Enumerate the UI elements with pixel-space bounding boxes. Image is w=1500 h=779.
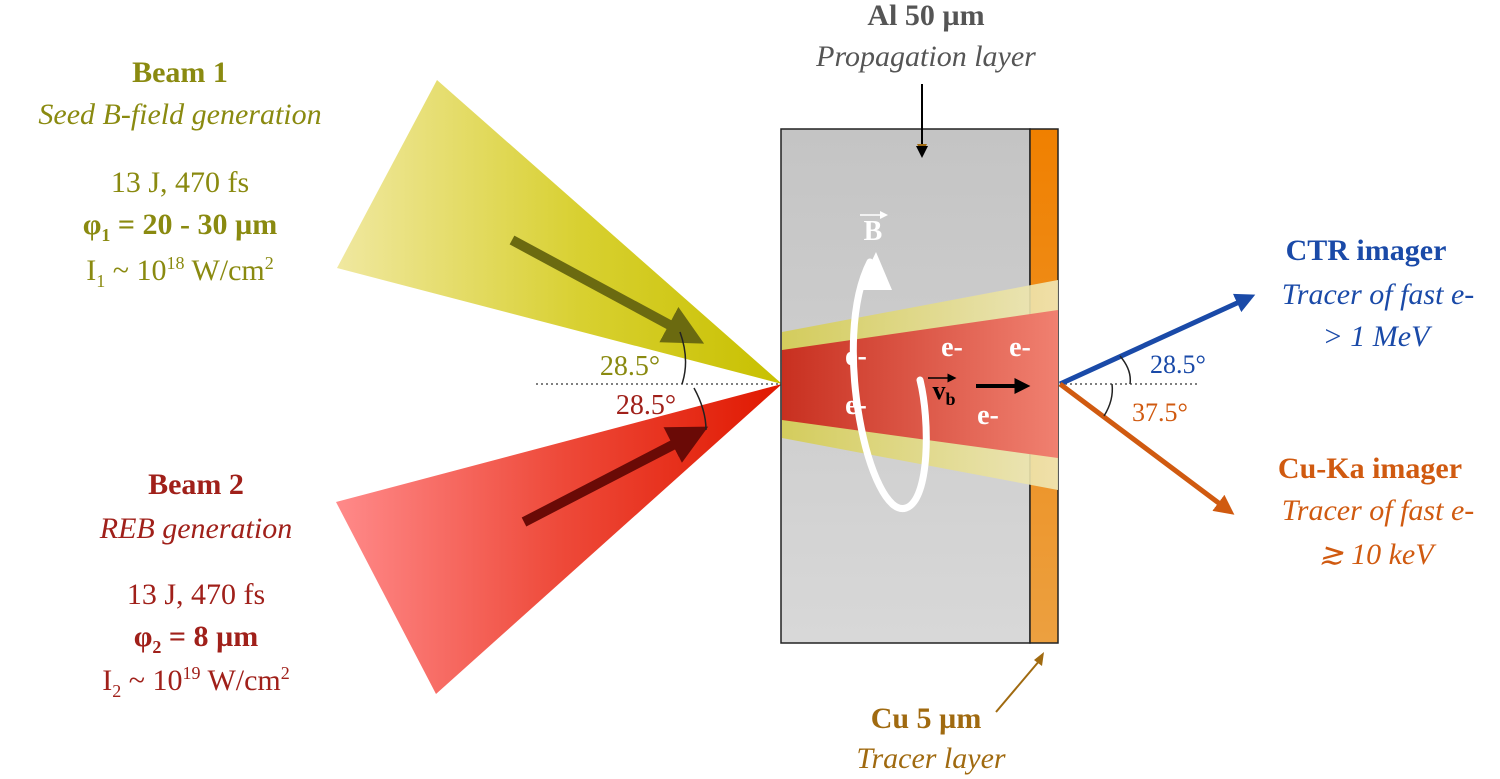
beam1-cone [337, 80, 782, 384]
beam1-angle: 28.5° [599, 351, 661, 382]
beam2-subtitle: REB generation [99, 512, 293, 545]
b-field-arrowhead [858, 252, 892, 290]
ctr-line1: Tracer of fast e- [1281, 278, 1475, 311]
electron-label-5: e- [977, 400, 999, 431]
beam1-intensity-mid: ~ 10 [105, 254, 167, 287]
beam2-cone [336, 384, 782, 694]
ctr-title: CTR imager [1285, 234, 1447, 267]
beam1-intensity: I1 ~ 1018 W/cm2 [30, 254, 330, 290]
beam2-phi-symbol: φ [133, 620, 153, 653]
ctr-angle: 28.5° [1150, 350, 1206, 379]
beam2-phi-value: = 8 µm [161, 620, 259, 653]
beam2-title: Beam 2 [148, 468, 244, 501]
vb-sub: b [945, 389, 956, 410]
al-layer-title: Al 50 µm [867, 0, 985, 32]
b-field-label: B [863, 216, 883, 247]
beam2-intensity-unit-exp: 2 [280, 663, 290, 683]
beam1-phi-value: = 20 - 30 µm [110, 208, 278, 241]
cuka-arrow [1058, 382, 1235, 515]
beam2-angle: 28.5° [615, 390, 677, 421]
electron-label-2: e- [941, 332, 963, 363]
beam1-intensity-exp: 18 [166, 253, 185, 273]
beam2-intensity-mid: ~ 10 [121, 664, 183, 697]
beam1-energy: 13 J, 470 fs [110, 166, 250, 199]
beam1-subtitle: Seed B-field generation [38, 98, 322, 131]
beam2-intensity-exp: 19 [182, 663, 201, 683]
cuka-line1: Tracer of fast e- [1281, 494, 1475, 527]
b-field-loop [849, 258, 930, 512]
beam1-arrow [509, 235, 705, 344]
beam1-intensity-unit: W/cm [184, 254, 265, 287]
cuka-angle-arc [1103, 383, 1114, 417]
beam2-energy: 13 J, 470 fs [126, 578, 266, 611]
beam1-intensity-sub: 1 [96, 271, 106, 291]
beam2-angle-arc [693, 387, 707, 431]
cuka-line2: ≳ 10 keV [1318, 538, 1434, 571]
cu-pointer-head [1034, 652, 1044, 666]
beam1-intensity-prefix: I [86, 254, 97, 287]
beam1-spot-size: φ1 = 20 - 30 µm [30, 208, 330, 245]
beam1-angle-arc [679, 331, 687, 385]
electron-label-3: e- [1009, 332, 1031, 363]
beam1-title: Beam 1 [132, 56, 228, 89]
electron-label-1: e- [845, 341, 867, 372]
beam2-intensity-unit: W/cm [200, 664, 281, 697]
cu-layer-title: Cu 5 µm [870, 702, 982, 735]
beam2-intensity-prefix: I [102, 664, 113, 697]
beam2-arrow [521, 426, 709, 527]
vb-label: vb [926, 376, 962, 410]
vb-main: v [932, 376, 946, 405]
cu-layer-subtitle: Tracer layer [856, 742, 1006, 775]
al-layer-subtitle: Propagation layer [816, 40, 1036, 73]
beam1-intensity-unit-exp: 2 [264, 253, 274, 273]
cu-pointer-arrow [995, 659, 1041, 713]
electron-label-4: e- [845, 390, 867, 421]
ctr-line2: > 1 MeV [1322, 320, 1430, 353]
beam2-intensity: I2 ~ 1019 W/cm2 [46, 664, 346, 700]
beam2-phi-sub: 2 [152, 637, 162, 657]
beam1-phi-sub: 1 [101, 225, 111, 245]
beam1-phi-symbol: φ [82, 208, 102, 241]
beam2-intensity-sub: 2 [112, 681, 122, 701]
ctr-angle-arc [1119, 355, 1132, 385]
cuka-angle: 37.5° [1132, 398, 1188, 427]
b-vector-mark-head [880, 211, 888, 219]
ctr-arrow [1058, 293, 1256, 387]
cuka-title: Cu-Ka imager [1277, 452, 1463, 485]
al-pointer-head [916, 146, 928, 158]
beam2-spot-size: φ2 = 8 µm [76, 620, 316, 657]
